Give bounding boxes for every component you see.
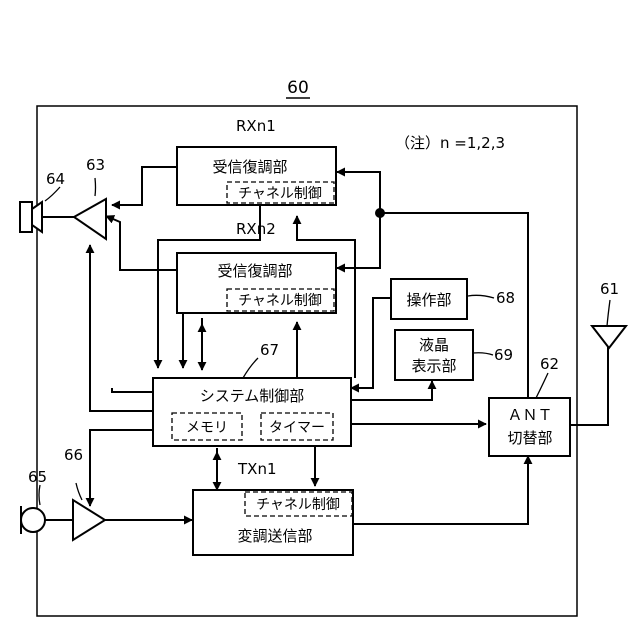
display-ref: 69 [494,346,513,364]
memory-label: メモリ [186,420,228,436]
rx1-label: RXn1 [236,117,276,135]
rx2-demod-label: 受信復調部 [217,262,292,280]
rx2-label: RXn2 [236,220,276,238]
tx-label: TXn1 [237,460,277,478]
input-amplifier-ref: 66 [64,446,83,464]
microphone-icon [21,506,45,534]
timer-label: タイマー [269,420,325,436]
ant-switch-ref: 62 [540,355,559,373]
microphone-ref: 65 [28,468,47,486]
rx1-channel-label: チャネル制御 [238,186,322,202]
display-label-2: 表示部 [411,357,456,375]
output-amplifier-ref: 63 [86,156,105,174]
system-ref: 67 [260,341,279,359]
display-label-1: 液晶 [419,336,449,354]
system-control-label: システム制御部 [200,387,305,405]
antenna-icon [592,326,626,348]
operation-label: 操作部 [406,291,451,309]
figure-number: 60 [287,78,309,98]
antenna-ref: 61 [600,280,619,298]
wires [39,167,610,524]
rx1-demod-label: 受信復調部 [212,158,287,176]
note-text: （注）n =1,2,3 [395,134,505,152]
tx-channel-label: チャネル制御 [256,497,340,513]
speaker-icon [20,202,42,232]
operation-ref: 68 [496,289,515,307]
rx2-channel-label: チャネル制御 [238,293,322,309]
ant-switch-label-1: ＡＮＴ [507,406,552,424]
ant-switch-label-2: 切替部 [507,429,552,447]
speaker-ref: 64 [46,170,65,188]
output-amplifier-icon [74,199,106,239]
tx-mod-label: 変調送信部 [237,527,312,545]
